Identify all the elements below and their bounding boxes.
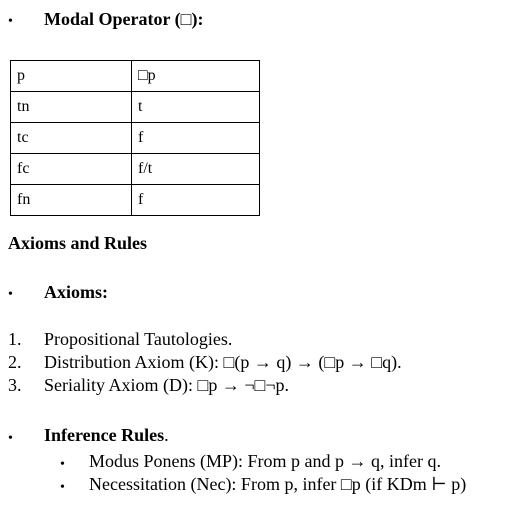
sub-bullet-dot: • <box>60 480 65 495</box>
inference-rules-heading-period: . <box>164 425 169 445</box>
table-cell: tn <box>10 91 132 123</box>
table-cell: f <box>131 184 260 216</box>
sub-bullet-dot: • <box>60 457 65 472</box>
axioms-heading: Axioms: <box>44 282 108 302</box>
table-cell: fn <box>10 184 132 216</box>
axiom-item: Propositional Tautologies. <box>44 329 233 349</box>
inference-rules-heading-text: Inference Rules <box>44 425 165 445</box>
table-cell: f/t <box>131 153 260 185</box>
axiom-item: Distribution Axiom (K): □(p → q) → (□p →… <box>44 352 402 372</box>
table-cell: tc <box>10 122 132 154</box>
table-cell: fc <box>10 153 132 185</box>
table-row: fn f <box>10 184 260 216</box>
modal-operator-heading: Modal Operator (□): <box>44 9 204 29</box>
inference-rule-item: Modus Ponens (MP): From p and p → q, inf… <box>89 451 441 471</box>
table-row: tn t <box>10 91 260 123</box>
bullet-dot: • <box>8 431 13 446</box>
table-row: fc f/t <box>10 153 260 185</box>
list-number: 2. <box>8 352 22 372</box>
modal-truth-table: p □p tn t tc f fc f/t fn f <box>10 60 260 216</box>
table-header-cell: p <box>10 60 132 92</box>
axiom-item: Seriality Axiom (D): □p → ¬□¬p. <box>44 375 290 395</box>
list-number: 1. <box>8 329 22 349</box>
axioms-and-rules-heading: Axioms and Rules <box>8 233 148 253</box>
table-row: tc f <box>10 122 260 154</box>
bullet-dot: • <box>8 14 13 29</box>
inference-rule-item: Necessitation (Nec): From p, infer □p (i… <box>89 474 467 494</box>
table-cell: f <box>131 122 260 154</box>
table-cell: t <box>131 91 260 123</box>
table-header-cell: □p <box>131 60 260 92</box>
inference-rules-heading: Inference Rules. <box>44 425 169 446</box>
list-number: 3. <box>8 375 22 395</box>
table-header-row: p □p <box>10 60 260 92</box>
bullet-dot: • <box>8 287 13 302</box>
